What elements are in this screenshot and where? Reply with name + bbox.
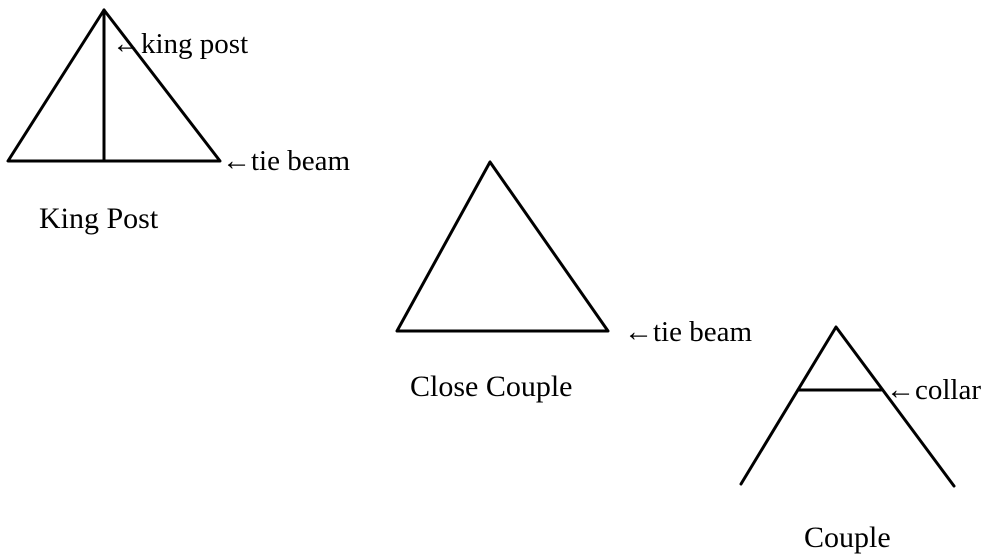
king-post-tie-beam-label: ←tie beam <box>222 145 350 177</box>
close-couple-truss: ←tie beam Close Couple <box>395 160 752 403</box>
close-couple-tie-beam-label: ←tie beam <box>624 316 752 348</box>
couple-truss: ←collar Couple <box>739 325 981 554</box>
king-post-title: King Post <box>39 202 159 235</box>
couple-title: Couple <box>804 521 891 554</box>
close-couple-title: Close Couple <box>410 370 573 403</box>
couple-collar-label: ←collar <box>886 374 981 406</box>
couple-rafters <box>739 325 956 488</box>
king-post-triangle <box>6 8 222 163</box>
king-post-truss: ←king post ←tie beam King Post <box>6 8 350 235</box>
king-post-label: ←king post <box>112 28 248 60</box>
close-couple-triangle <box>395 160 610 333</box>
